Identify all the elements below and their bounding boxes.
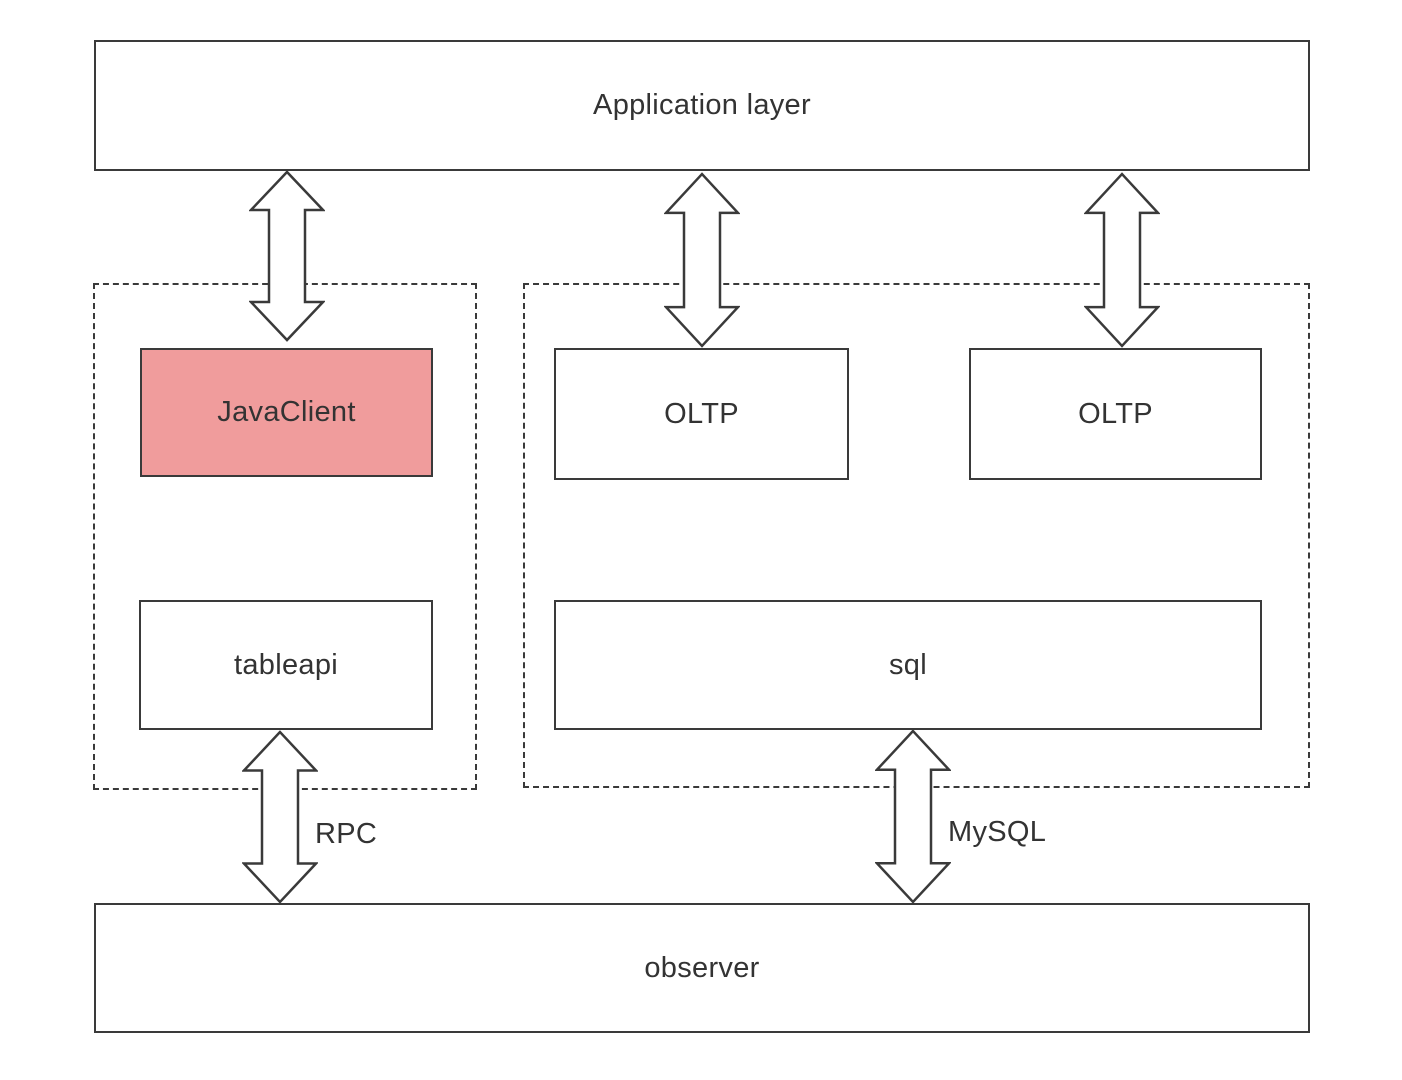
- sql-box: sql: [554, 600, 1262, 730]
- oltp-right-box: OLTP: [969, 348, 1262, 480]
- observer-label: observer: [644, 951, 760, 984]
- rpc-edge-label: RPC: [315, 818, 378, 850]
- application-layer-label: Application layer: [593, 89, 811, 121]
- application-layer-box: Application layer: [94, 40, 1310, 171]
- observer-box: observer: [94, 903, 1310, 1033]
- bidirectional-arrow-app-oltp-left: [664, 172, 740, 348]
- mysql-edge-label: MySQL: [948, 816, 1047, 848]
- bidirectional-arrow-tableapi-observer: [242, 730, 318, 904]
- bidirectional-arrow-app-oltp-right: [1084, 172, 1160, 348]
- oltp-left-label: OLTP: [664, 397, 739, 430]
- oltp-left-box: OLTP: [554, 348, 849, 480]
- tableapi-box: tableapi: [139, 600, 433, 730]
- sql-label: sql: [889, 648, 927, 681]
- tableapi-label: tableapi: [234, 648, 338, 681]
- java-client-label: JavaClient: [217, 396, 356, 428]
- bidirectional-arrow-sql-observer: [875, 729, 951, 904]
- java-client-box: JavaClient: [140, 348, 433, 477]
- bidirectional-arrow-app-javaclient: [249, 170, 325, 342]
- oltp-right-label: OLTP: [1078, 397, 1153, 430]
